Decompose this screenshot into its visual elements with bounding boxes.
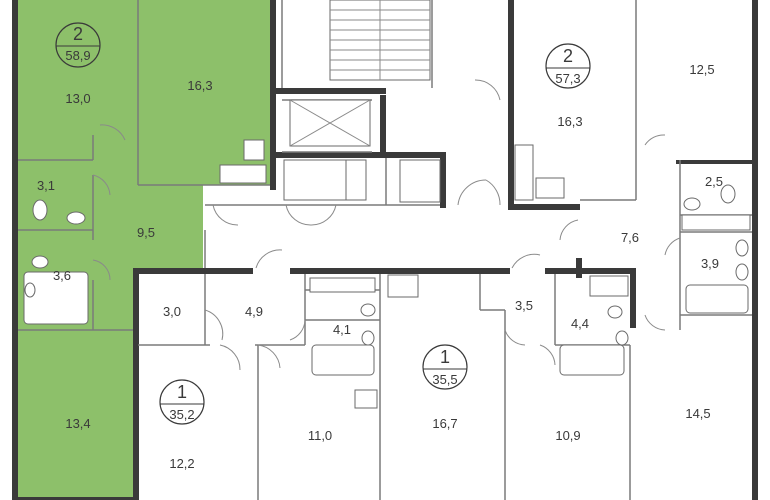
apartment-highlight[interactable] bbox=[18, 0, 270, 500]
doors bbox=[92, 79, 681, 371]
room-area-label: 16,3 bbox=[187, 78, 212, 93]
toilet bbox=[31, 255, 49, 269]
apartment-rooms: 1 bbox=[440, 347, 450, 367]
room-area-label: 9,5 bbox=[137, 225, 155, 240]
toilet bbox=[720, 184, 736, 204]
kitchen-unit bbox=[681, 214, 751, 231]
toilet bbox=[735, 239, 749, 257]
room-area-label: 3,9 bbox=[701, 256, 719, 271]
stairwell bbox=[329, 0, 431, 81]
room-area-label: 2,5 bbox=[705, 174, 723, 189]
room-area-label: 4,1 bbox=[333, 322, 351, 337]
apartment-area: 57,3 bbox=[555, 71, 580, 86]
apartment-area: 35,5 bbox=[432, 372, 457, 387]
room-area-label: 7,6 bbox=[621, 230, 639, 245]
kitchen-unit bbox=[309, 277, 376, 293]
room-area-label: 4,9 bbox=[245, 304, 263, 319]
apartment-rooms: 1 bbox=[177, 382, 187, 402]
apartment-area: 35,2 bbox=[169, 407, 194, 422]
kitchen-unit bbox=[345, 159, 367, 201]
room-area-label: 13,4 bbox=[65, 416, 90, 431]
room-area-label: 11,0 bbox=[308, 428, 332, 443]
apartment-rooms: 2 bbox=[563, 46, 573, 66]
kitchen-unit bbox=[535, 177, 565, 199]
sink bbox=[683, 197, 701, 211]
room-area-label: 12,5 bbox=[689, 62, 714, 77]
fixtures bbox=[23, 139, 751, 409]
room-area-label: 3,5 bbox=[515, 298, 533, 313]
bathtub bbox=[311, 344, 375, 376]
bathtub bbox=[685, 284, 749, 314]
bathtub bbox=[23, 271, 89, 325]
apartment-badge[interactable]: 1 35,2 bbox=[159, 379, 205, 425]
room-area-label: 16,3 bbox=[557, 114, 582, 129]
elevator-shaft bbox=[289, 99, 371, 147]
kitchen-unit bbox=[219, 164, 267, 184]
toilet bbox=[360, 303, 376, 317]
apartment-area: 58,9 bbox=[65, 48, 90, 63]
sink bbox=[66, 211, 86, 225]
toilet bbox=[32, 199, 48, 221]
walls bbox=[12, 0, 758, 500]
sink bbox=[735, 263, 749, 281]
toilet bbox=[607, 305, 623, 319]
kitchen-unit bbox=[387, 274, 419, 298]
room-area-label: 3,1 bbox=[37, 178, 55, 193]
room-labels: 13,0 16,3 3,1 9,5 3,6 13,4 16,3 12,5 2,5… bbox=[37, 62, 723, 471]
highlight-room-13-4 bbox=[18, 330, 133, 500]
kitchen-unit bbox=[514, 144, 534, 201]
kitchen-unit bbox=[589, 275, 629, 297]
highlight-room-13-0 bbox=[18, 0, 138, 160]
apartment-badge[interactable]: 2 58,9 bbox=[55, 22, 101, 68]
highlight-hall bbox=[93, 135, 203, 270]
kitchen-unit bbox=[354, 389, 378, 409]
highlight-corridor bbox=[93, 270, 133, 330]
apartment-badge[interactable]: 2 57,3 bbox=[545, 43, 591, 89]
kitchen-unit bbox=[399, 159, 441, 203]
room-area-label: 3,0 bbox=[163, 304, 181, 319]
sink bbox=[24, 282, 36, 298]
room-area-label: 16,7 bbox=[432, 416, 457, 431]
room-area-label: 4,4 bbox=[571, 316, 589, 331]
room-area-label: 10,9 bbox=[555, 428, 580, 443]
room-area-label: 3,6 bbox=[53, 268, 71, 283]
room-area-label: 13,0 bbox=[65, 91, 90, 106]
sink bbox=[615, 330, 629, 346]
kitchen-unit bbox=[243, 139, 265, 161]
room-area-label: 12,2 bbox=[169, 456, 194, 471]
bathtub bbox=[559, 344, 625, 376]
room-area-label: 14,5 bbox=[685, 406, 710, 421]
apartment-rooms: 2 bbox=[73, 24, 83, 44]
apartment-badge[interactable]: 1 35,5 bbox=[422, 344, 468, 390]
sink bbox=[361, 330, 375, 346]
